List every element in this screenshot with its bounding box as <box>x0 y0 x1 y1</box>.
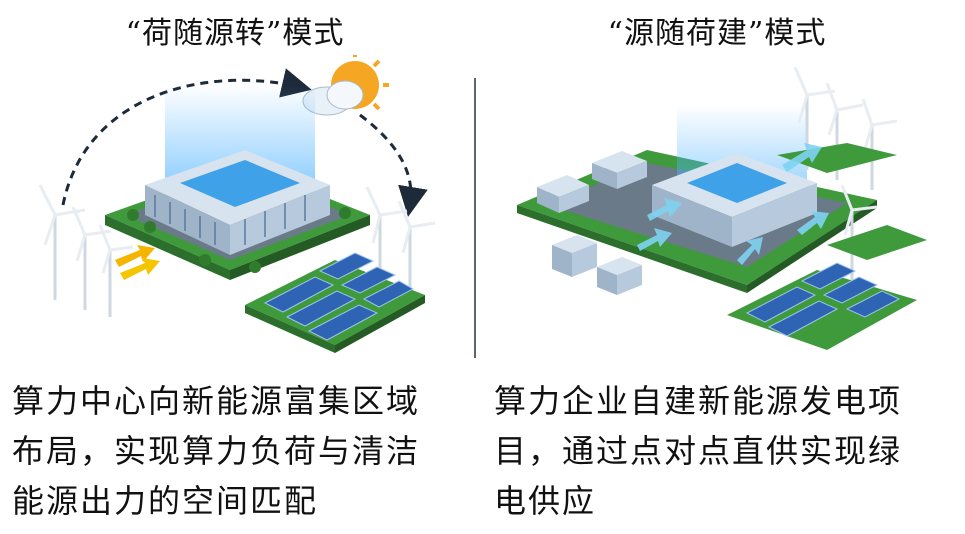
solar-panel-icon <box>727 262 917 350</box>
right-panel-title: “源随荷建”模式 <box>607 16 827 51</box>
power-flow-arrow-icon <box>637 143 829 265</box>
right-panel: “源随荷建”模式 <box>482 0 952 534</box>
left-illustration <box>38 55 436 353</box>
curved-arrow-icon <box>61 68 428 217</box>
right-illustration <box>517 66 927 350</box>
panel-divider <box>474 78 476 358</box>
left-panel: “荷随源转”模式 <box>0 0 470 534</box>
left-panel-caption: 算力中心向新能源富集区域 布局，实现算力负荷与清洁 能源出力的空间匹配 <box>12 376 467 526</box>
power-flow-arrow-icon <box>115 245 160 280</box>
data-center-icon <box>105 85 370 280</box>
left-panel-title: “荷随源转”模式 <box>125 16 345 51</box>
sun-cloud-icon <box>302 55 389 116</box>
caption-line: 目，通过点对点直供实现绿 <box>494 432 903 470</box>
right-panel-caption: 算力企业自建新能源发电项 目，通过点对点直供实现绿 电供应 <box>494 376 954 526</box>
caption-line: 算力中心向新能源富集区域 <box>12 382 421 420</box>
wind-turbine-icon <box>793 66 898 280</box>
wind-turbine-icon <box>38 184 134 317</box>
caption-line: 布局，实现算力负荷与清洁 <box>12 432 421 470</box>
caption-line: 算力企业自建新能源发电项 <box>494 382 903 420</box>
caption-line: 能源出力的空间匹配 <box>12 482 319 520</box>
solar-panel-icon <box>245 252 425 353</box>
caption-line: 电供应 <box>494 482 597 520</box>
